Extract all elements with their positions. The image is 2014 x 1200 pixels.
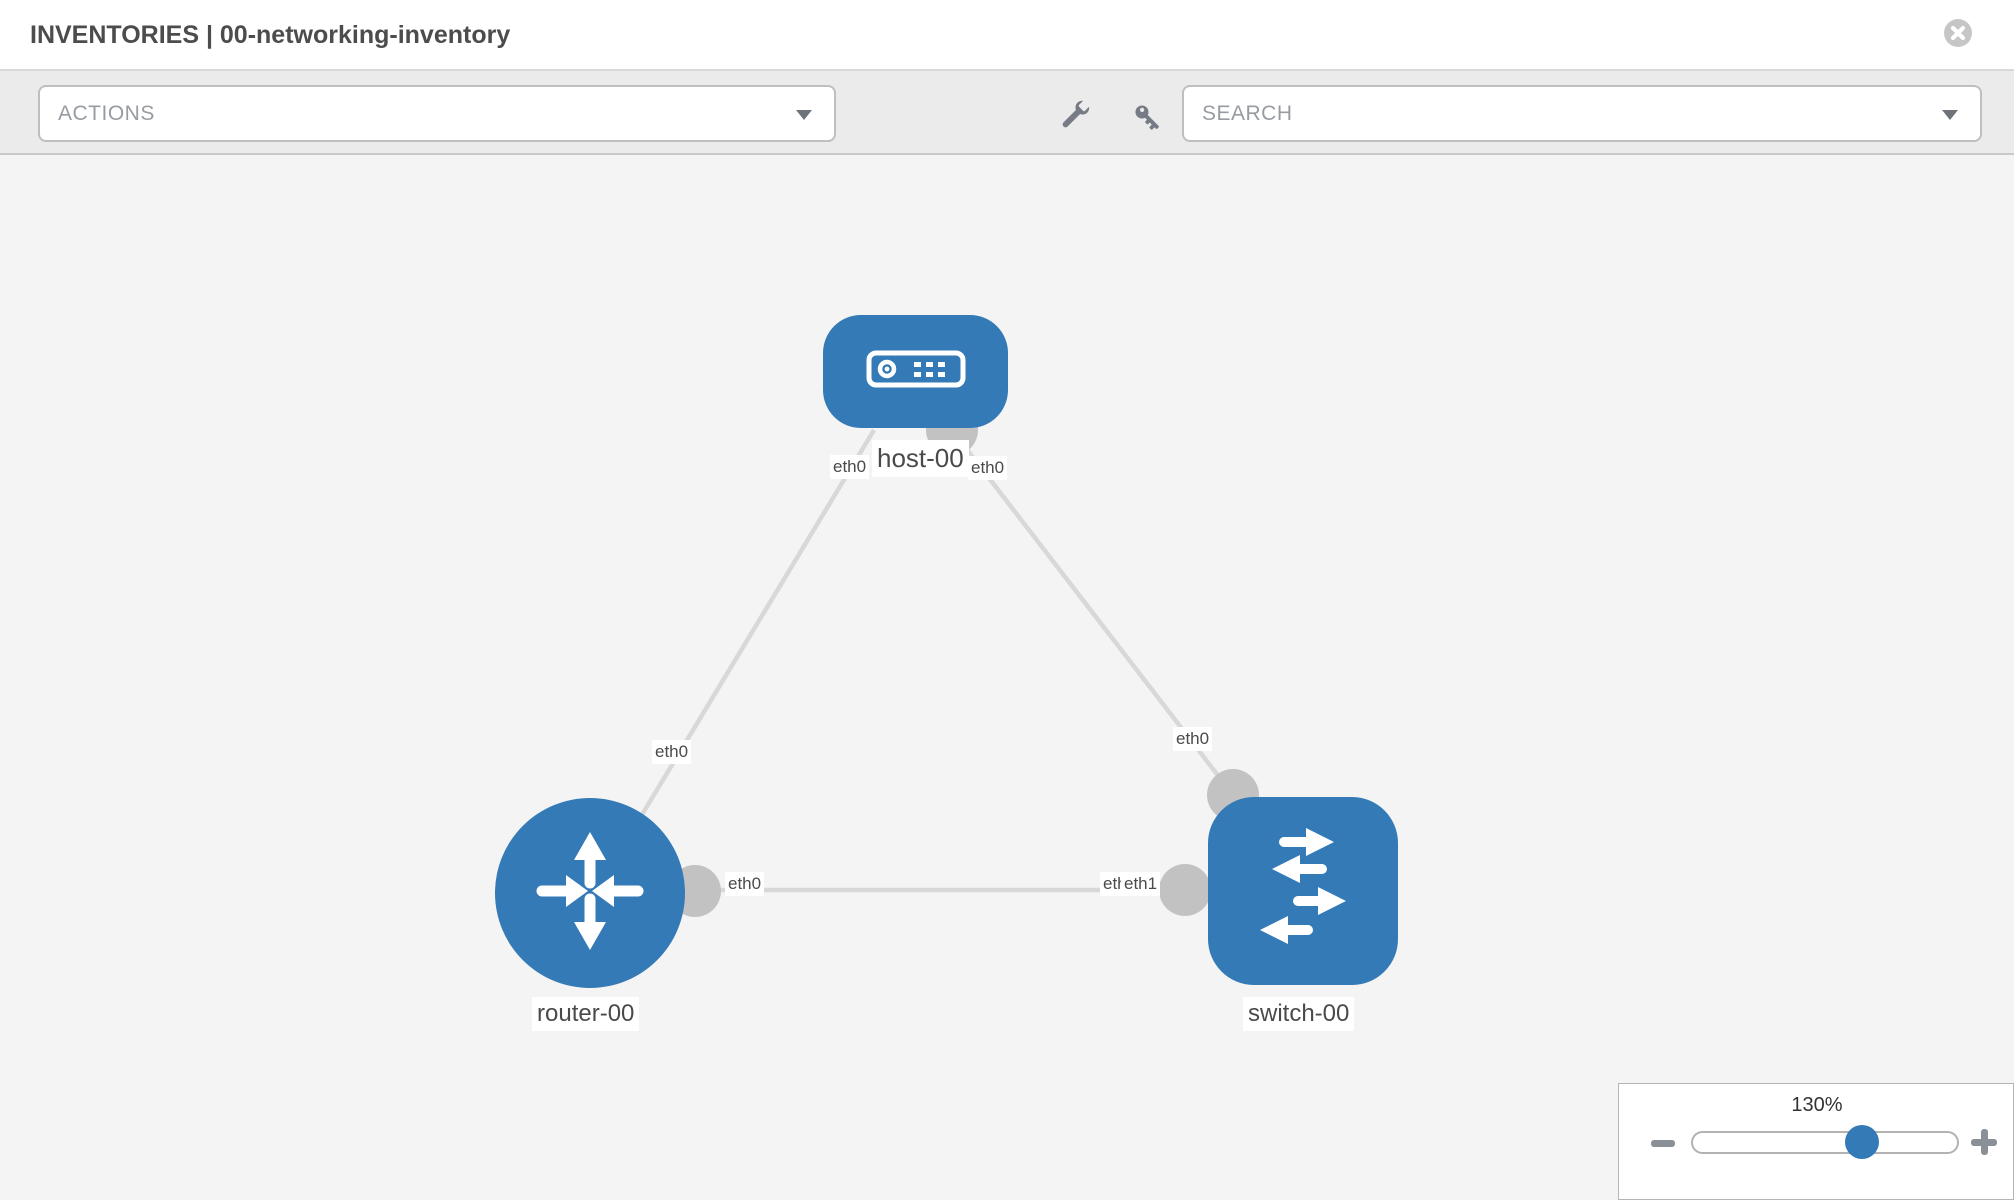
zoom-level-label: 130% xyxy=(1791,1094,1843,1116)
interface-label: eth0 xyxy=(725,872,765,897)
node-label-router-00: router-00 xyxy=(532,997,640,1031)
search-dropdown-label: SEARCH xyxy=(1202,102,1293,125)
router-icon xyxy=(526,826,654,961)
actions-dropdown-label: ACTIONS xyxy=(58,102,155,125)
topology-links xyxy=(638,428,1235,893)
node-label-host-00: host-00 xyxy=(872,440,969,477)
zoom-out-button[interactable] xyxy=(1651,1140,1675,1147)
node-router-00[interactable] xyxy=(495,798,685,988)
interface-label: eth0 xyxy=(830,455,870,480)
key-icon xyxy=(1130,105,1164,138)
node-host-00[interactable] xyxy=(823,315,1008,428)
interface-label: eth0 xyxy=(968,456,1008,481)
close-button[interactable] xyxy=(1943,18,1973,48)
chevron-down-icon xyxy=(1942,110,1958,120)
wrench-icon xyxy=(1058,100,1092,138)
search-dropdown[interactable]: SEARCH xyxy=(1182,85,1982,142)
zoom-slider-track[interactable] xyxy=(1691,1131,1959,1154)
topology-canvas[interactable]: host-00 router-00 switch-00 eth0 eth0 eth0 eth… xyxy=(0,155,2014,1200)
zoom-in-button[interactable] xyxy=(1971,1129,1997,1155)
toolbar: ACTIONS SEARCH xyxy=(0,71,2014,155)
credentials-button[interactable] xyxy=(1130,100,1164,134)
host-icon xyxy=(866,350,966,393)
interface-label: eth0 xyxy=(652,740,692,765)
interface-label: eth0 xyxy=(1173,727,1213,752)
configure-button[interactable] xyxy=(1058,100,1092,134)
node-label-switch-00: switch-00 xyxy=(1243,997,1355,1031)
zoom-slider-knob[interactable] xyxy=(1845,1125,1880,1159)
zoom-panel: 130% xyxy=(1618,1083,2014,1200)
chevron-down-icon xyxy=(796,110,812,120)
switch-icon xyxy=(1246,825,1360,958)
header: INVENTORIES | 00-networking-inventory xyxy=(0,0,2014,71)
interface-stub xyxy=(1159,864,1211,916)
page-title: INVENTORIES | 00-networking-inventory xyxy=(30,21,511,49)
node-switch-00[interactable] xyxy=(1208,797,1398,985)
interface-label: eth1 xyxy=(1121,872,1161,897)
close-icon xyxy=(1943,19,1973,52)
actions-dropdown[interactable]: ACTIONS xyxy=(38,85,836,142)
